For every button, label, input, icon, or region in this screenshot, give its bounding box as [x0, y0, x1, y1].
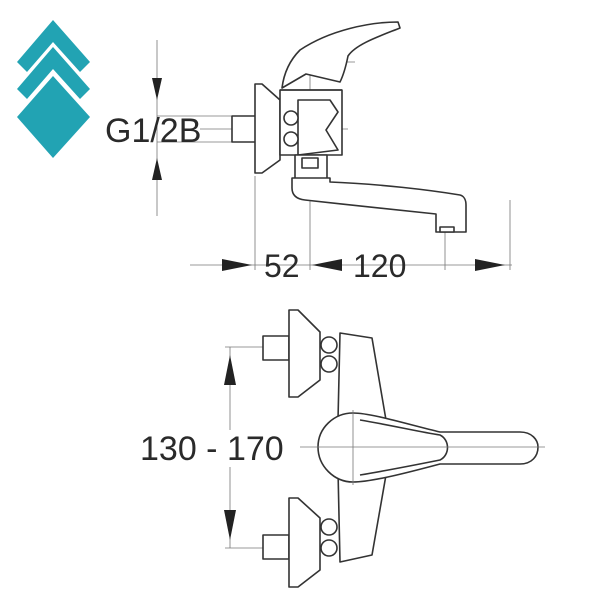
logo-chevron-middle: [17, 47, 90, 99]
logo-chevron-top: [17, 20, 90, 72]
logo-diamond: [17, 76, 90, 158]
brand-logo: [17, 20, 90, 158]
dim-inlet-spacing: 130 - 170: [140, 430, 284, 468]
top-view: 130 - 170: [140, 309, 545, 588]
thread-size-label: G1/2B: [105, 112, 201, 150]
arrow-up-icon: [152, 158, 162, 180]
arrow-right-icon: [222, 259, 252, 271]
arrow-down-icon: [152, 78, 162, 100]
side-view: G1/2B 52 120: [105, 21, 512, 284]
arrow-right-icon: [475, 259, 505, 271]
dim-spout-reach: 120: [353, 248, 406, 284]
arrow-up-icon: [224, 355, 236, 385]
dim-wall-to-axis: 52: [264, 248, 300, 284]
arrow-down-icon: [224, 510, 236, 540]
arrow-left-icon: [312, 259, 342, 271]
